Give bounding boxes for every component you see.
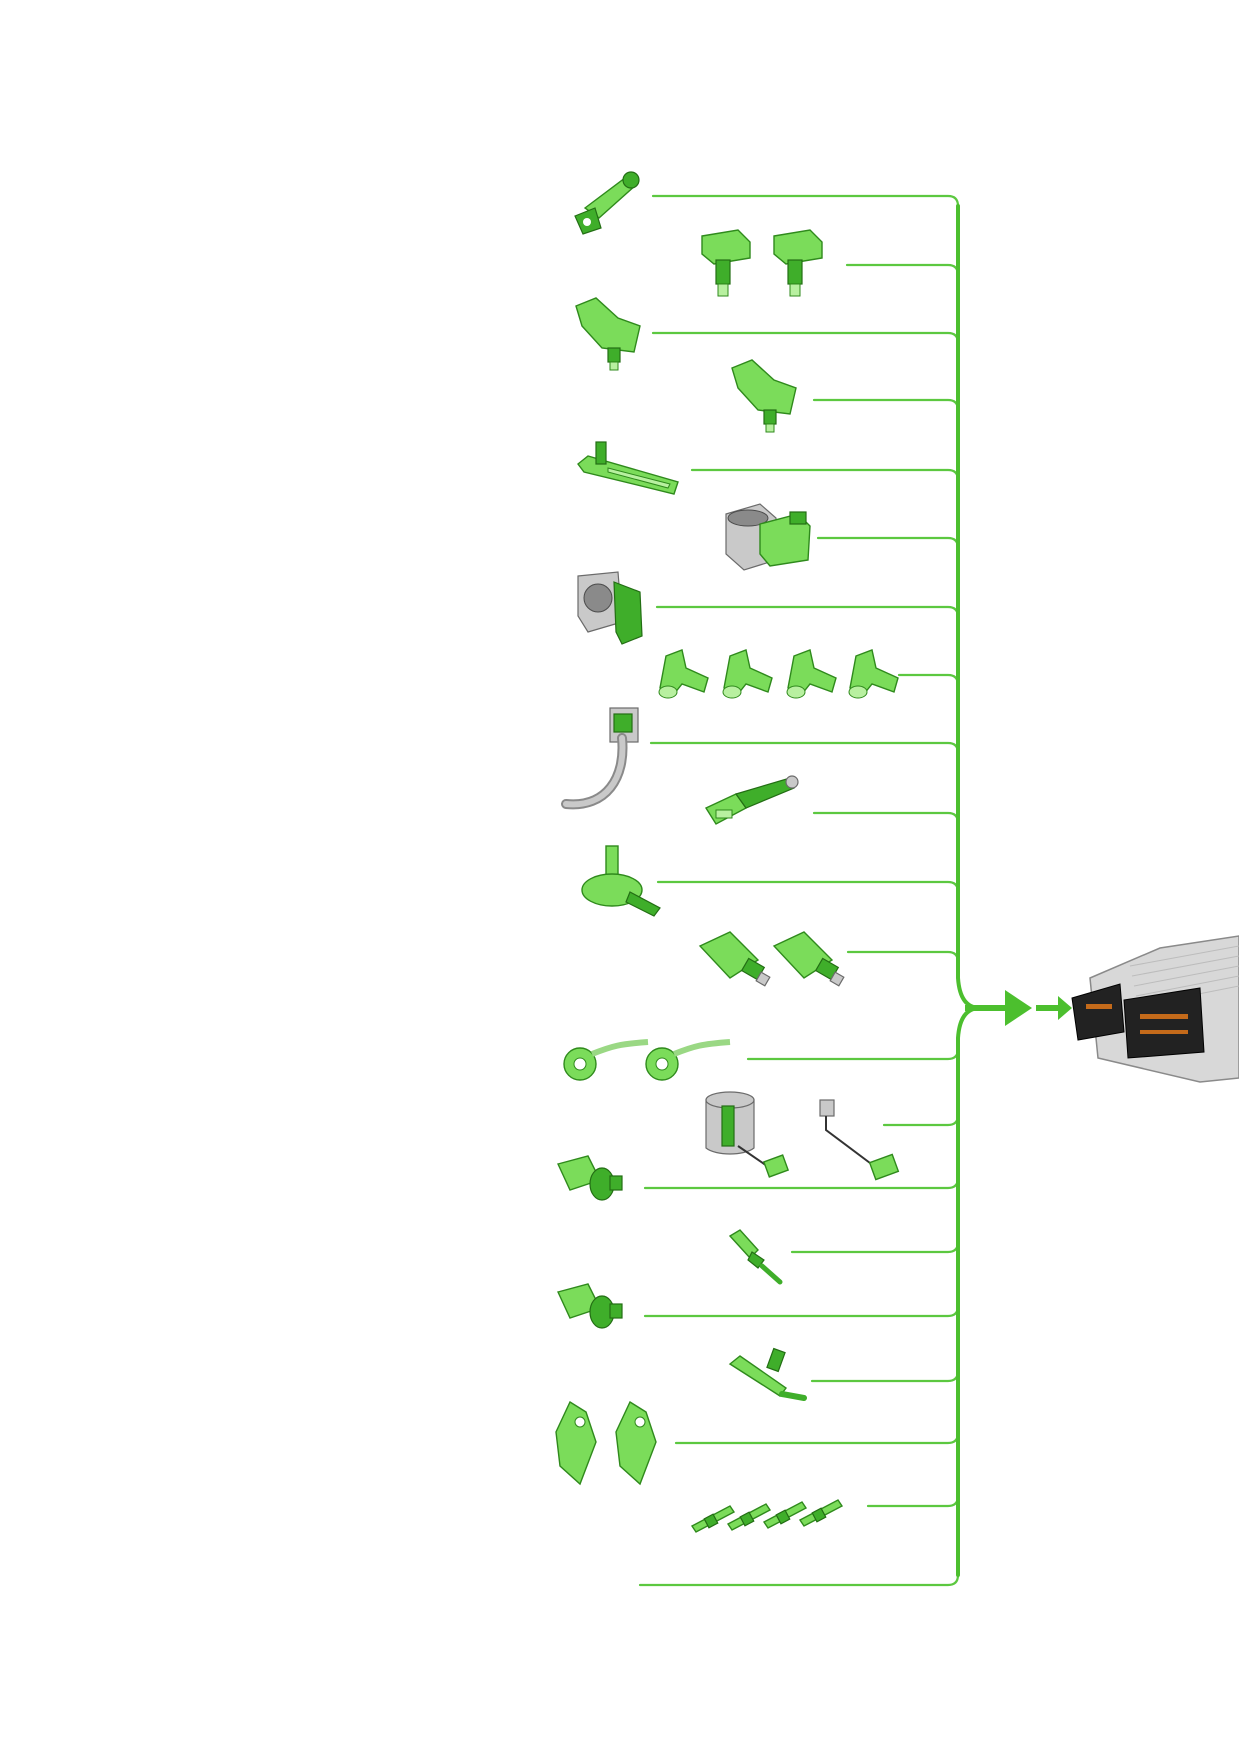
hall-sensor-pair-icon <box>701 229 823 297</box>
trunk-upper <box>956 204 982 1010</box>
level-sensor-icon <box>581 845 661 917</box>
wire-branch <box>643 1176 960 1190</box>
wire-branch <box>812 398 960 412</box>
pedal-icon <box>561 707 639 810</box>
wire-branch <box>812 811 960 825</box>
wire-branch <box>845 263 960 277</box>
temp-probe-icon <box>728 1229 783 1285</box>
knock-sensor-pair-icon <box>563 1039 731 1081</box>
glow-plug-row-icon <box>690 1499 844 1533</box>
wire-branch <box>655 605 960 619</box>
wire-branch <box>643 1304 960 1318</box>
ecu-icon <box>1071 935 1239 1083</box>
throttle-body-icon <box>725 503 811 571</box>
temp-sender-icon <box>557 1155 623 1201</box>
wire-branch <box>866 1494 960 1508</box>
injector-row-icon <box>658 649 899 699</box>
fuel-pump-icon <box>705 1091 900 1181</box>
throttle-flap-icon <box>577 571 643 645</box>
map-sensor-icon <box>575 297 641 371</box>
arrow-to-ecu <box>965 990 1072 1026</box>
wire-branch <box>790 1240 960 1254</box>
temp-sender-icon <box>557 1283 623 1329</box>
wire-branch <box>638 1573 960 1587</box>
speed-probe-icon <box>728 1347 807 1401</box>
wire-branch <box>656 880 960 894</box>
switch-pair-icon <box>698 931 845 987</box>
coil-pair-icon <box>555 1400 657 1486</box>
map-sensor-icon <box>731 359 797 433</box>
crank-sensor-icon <box>574 171 640 235</box>
wire-branch <box>897 673 960 687</box>
wire-branch <box>649 741 960 755</box>
wiring-harness <box>638 194 982 1587</box>
wire-branch <box>651 194 960 208</box>
wire-branch <box>746 1047 960 1061</box>
wire-branch <box>810 1369 960 1383</box>
wire-branch <box>651 331 960 345</box>
wire-branch <box>882 1113 960 1127</box>
wire-branch <box>846 950 960 964</box>
plunger-switch-icon <box>704 775 799 825</box>
wire-branch <box>674 1431 960 1445</box>
trunk-lower <box>956 1006 982 1577</box>
wire-branch <box>690 468 960 482</box>
hot-film-sensor-icon <box>577 441 679 495</box>
wire-branch <box>816 536 960 550</box>
